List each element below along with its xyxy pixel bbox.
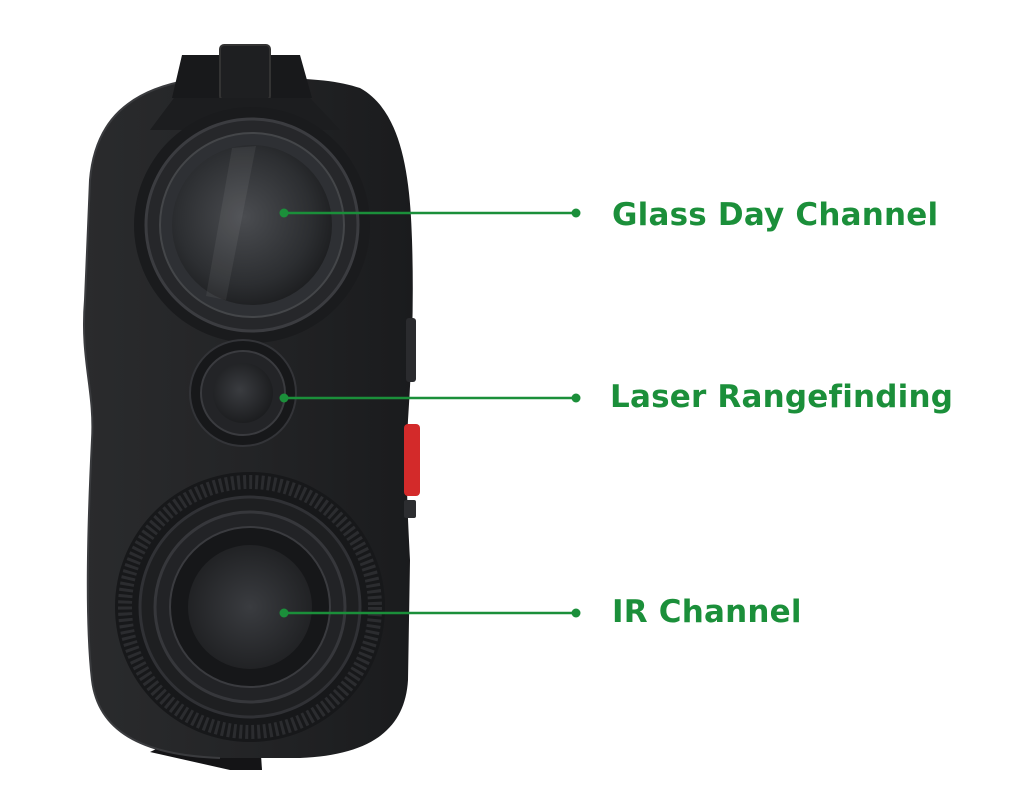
callout-dot bbox=[571, 393, 581, 403]
ir-channel-label: IR Channel bbox=[612, 594, 802, 630]
callout-ir-channel bbox=[279, 608, 581, 618]
callout-dot bbox=[279, 608, 289, 618]
callout-dot bbox=[571, 208, 581, 218]
callout-dot bbox=[279, 393, 289, 403]
glass-day-channel-lens bbox=[172, 145, 332, 305]
body-edge-highlight bbox=[82, 79, 221, 759]
laser-rangefinding-label: Laser Rangefinding bbox=[610, 379, 954, 415]
callout-glass-day-channel bbox=[279, 208, 581, 218]
callout-dot bbox=[571, 608, 581, 618]
callout-dot bbox=[279, 208, 289, 218]
callout-laser-rangefinding bbox=[279, 393, 581, 403]
lens-cap-latch bbox=[219, 44, 271, 101]
ir-channel-lens bbox=[188, 545, 312, 669]
glass-day-channel-label: Glass Day Channel bbox=[612, 197, 939, 233]
power-button bbox=[404, 424, 420, 496]
side-clip bbox=[404, 500, 416, 518]
side-switch bbox=[406, 318, 416, 382]
laser-rangefinding-lens bbox=[213, 363, 273, 423]
